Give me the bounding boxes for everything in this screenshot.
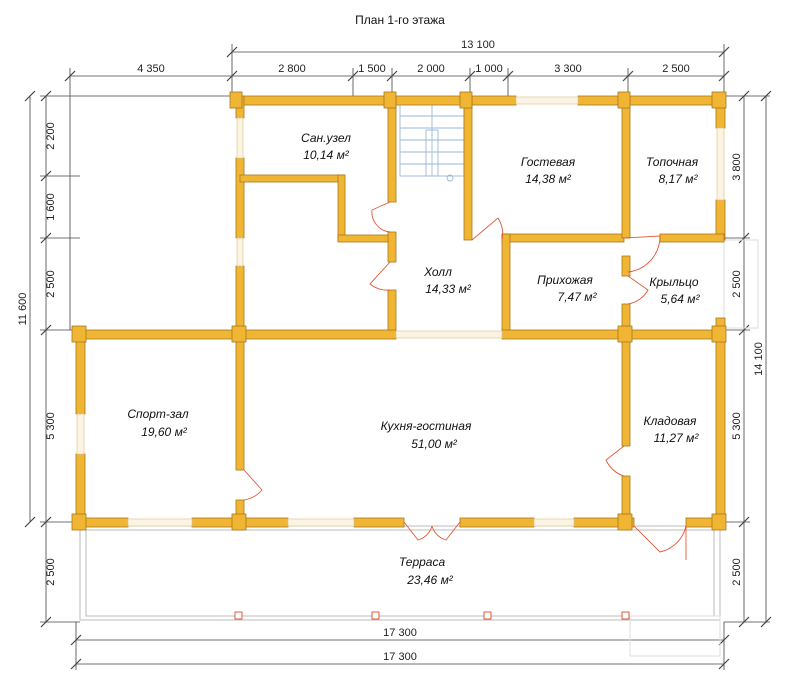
dim-left-1: 2 200 [45, 122, 57, 150]
walls [75, 95, 726, 528]
room-sanuzel-area: 10,14 м² [303, 148, 350, 162]
room-porch-area: 5,64 м² [661, 292, 701, 306]
dim-right-1: 3 800 [731, 153, 743, 181]
dim-right-total: 14 100 [753, 342, 765, 376]
room-kitchen-name: Кухня-гостиная [381, 419, 472, 433]
dim-left-4: 5 300 [45, 412, 57, 440]
dim-top-total: 13 100 [461, 39, 495, 51]
windows [76, 96, 725, 527]
room-entry-area: 7,47 м² [558, 290, 598, 304]
dim-left-total: 11 600 [17, 293, 29, 326]
dim-top-7: 2 500 [662, 63, 690, 75]
dim-bottom-outer: 17 300 [383, 651, 417, 663]
wall-posts [71, 91, 727, 531]
dimension-labels: 13 100 4 350 2 800 1 500 2 000 1 000 3 3… [17, 39, 765, 663]
room-terrace-name: Терраса [399, 555, 446, 569]
room-guest-area: 14,38 м² [525, 172, 572, 186]
terrace-posts [234, 611, 630, 620]
room-boiler-name: Топочная [646, 155, 699, 169]
dim-right-2: 2 500 [731, 270, 743, 298]
porch-outline [629, 239, 759, 657]
dim-top-1: 4 350 [137, 63, 165, 75]
room-entry-name: Прихожая [537, 273, 593, 287]
plan-title: План 1-го этажа [355, 13, 445, 27]
dim-top-4: 2 000 [417, 63, 445, 75]
dim-top-3: 1 500 [358, 63, 386, 75]
room-guest-name: Гостевая [521, 155, 576, 169]
dim-left-5: 2 500 [45, 558, 57, 586]
dim-bottom-inner: 17 300 [383, 627, 417, 639]
terrace-outline [79, 525, 721, 621]
room-storage-name: Кладовая [644, 414, 697, 428]
room-gym-area: 19,60 м² [141, 425, 188, 439]
dim-top-2: 2 800 [278, 63, 306, 75]
dim-top-6: 3 300 [554, 63, 582, 75]
room-labels: Сан.узел 10,14 м² Гостевая 14,38 м² Топо… [127, 131, 700, 587]
dimension-lines [24, 44, 772, 670]
dim-left-3: 2 500 [45, 270, 57, 298]
dim-top-5: 1 000 [475, 63, 503, 75]
dim-right-4: 2 500 [731, 558, 743, 586]
room-hall-area: 14,33 м² [425, 282, 472, 296]
room-sanuzel-name: Сан.узел [301, 131, 351, 145]
stairs [399, 103, 465, 182]
room-boiler-area: 8,17 м² [659, 172, 699, 186]
dim-left-2: 1 600 [45, 193, 57, 221]
room-terrace-area: 23,46 м² [406, 573, 454, 587]
room-porch-name: Крыльцо [649, 275, 699, 289]
room-kitchen-area: 51,00 м² [411, 437, 458, 451]
room-storage-area: 11,27 м² [654, 431, 700, 445]
room-hall-name: Холл [423, 265, 452, 279]
doors [243, 201, 687, 560]
room-gym-name: Спорт-зал [127, 407, 189, 421]
dim-right-3: 5 300 [731, 412, 743, 440]
